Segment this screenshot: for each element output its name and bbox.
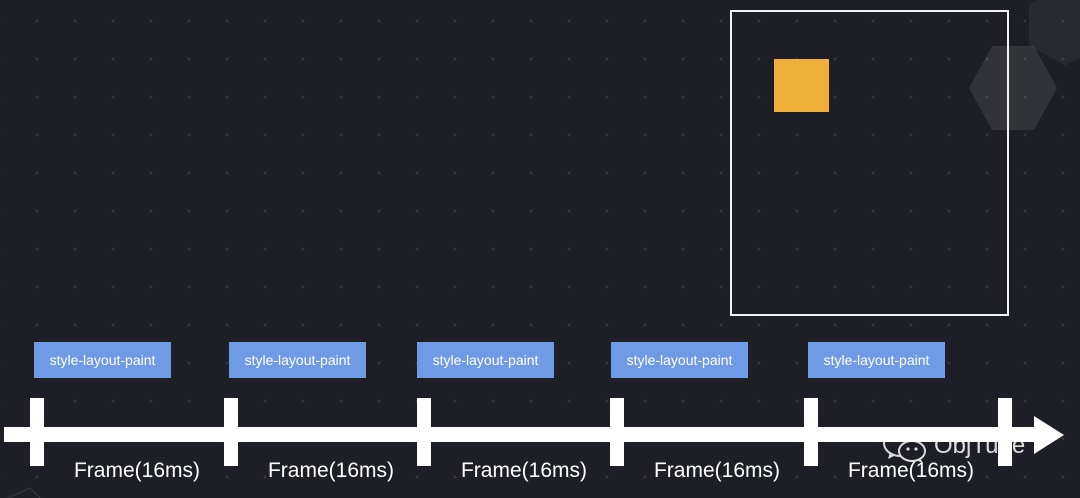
watermark-text: ObjTube <box>934 432 1026 459</box>
frame-tick <box>417 398 431 466</box>
render-stage-label: style-layout-paint <box>229 342 366 378</box>
frame-duration-label: Frame(16ms) <box>73 459 200 482</box>
render-stage-label: style-layout-paint <box>417 342 554 378</box>
render-stage-label: style-layout-paint <box>611 342 748 378</box>
frame-duration-label: Frame(16ms) <box>847 459 974 482</box>
timeline-axis <box>4 427 1038 442</box>
arrow-right-icon <box>1034 416 1064 454</box>
frame-tick <box>610 398 624 466</box>
render-stage-label: style-layout-paint <box>34 342 171 378</box>
wechat-icon <box>883 429 926 463</box>
frame-duration-label: Frame(16ms) <box>267 459 394 482</box>
corner-decoration-icon <box>6 487 41 498</box>
frame-duration-label: Frame(16ms) <box>653 459 780 482</box>
frame-tick <box>804 398 818 466</box>
hexagon-decoration-icon <box>1029 0 1080 66</box>
frame-tick <box>998 398 1012 466</box>
frame-tick <box>30 398 44 466</box>
animated-square <box>774 59 829 112</box>
watermark: ObjTube <box>882 426 1025 466</box>
animation-preview-box <box>730 10 1009 316</box>
render-stage-label: style-layout-paint <box>808 342 945 378</box>
frame-tick <box>224 398 238 466</box>
frame-duration-label: Frame(16ms) <box>460 459 587 482</box>
